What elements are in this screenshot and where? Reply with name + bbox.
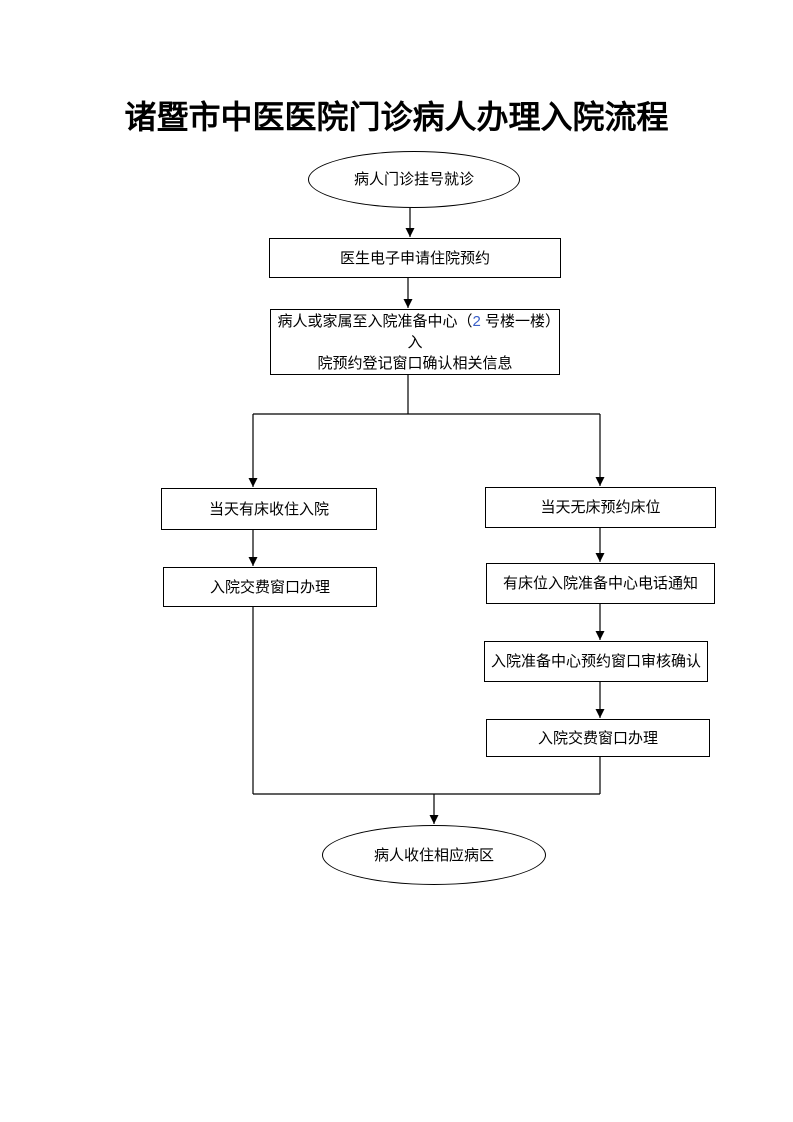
flow-start-ellipse: 病人门诊挂号就诊: [308, 151, 520, 208]
flow-step-pay-window-right: 入院交费窗口办理: [486, 719, 710, 757]
flow-end-label: 病人收住相应病区: [373, 846, 494, 864]
flow-step-no-bed-reserve-label: 当天无床预约床位: [540, 499, 661, 516]
flow-step-no-bed-reserve: 当天无床预约床位: [485, 487, 716, 528]
flow-step-doctor-apply: 医生电子申请住院预约: [269, 238, 561, 278]
flow-step-pay-window-right-label: 入院交费窗口办理: [537, 729, 658, 747]
flow-step-confirm-info-label: 病人或家属至入院准备中心（2 号楼一楼）入 院预约登记窗口确认相关信息: [277, 311, 553, 374]
flow-step-doctor-apply-label: 医生电子申请住院预约: [339, 249, 490, 267]
flow-step-pay-window-left: 入院交费窗口办理: [163, 567, 377, 607]
confirm-info-line1-post: 号楼一楼）入: [407, 312, 553, 351]
flow-step-window-review: 入院准备中心预约窗口审核确认: [484, 641, 708, 682]
confirm-info-line1-pre: 病人或家属至入院准备中心（: [277, 312, 473, 330]
flow-step-bed-available-label: 当天有床收住入院: [208, 500, 329, 518]
flow-end-ellipse: 病人收住相应病区: [322, 825, 546, 885]
building-number: 2: [472, 312, 481, 330]
flow-step-pay-window-left-label: 入院交费窗口办理: [209, 578, 330, 596]
flow-step-phone-notify-label: 有床位入院准备中心电话通知: [502, 575, 698, 592]
flow-start-label: 病人门诊挂号就诊: [353, 171, 474, 188]
flow-step-window-review-label: 入院准备中心预约窗口审核确认: [491, 653, 702, 670]
page-title: 诸暨市中医医院门诊病人办理入院流程: [124, 99, 669, 135]
confirm-info-line1: 病人或家属至入院准备中心（2 号楼一楼）入: [277, 311, 553, 353]
flow-step-confirm-info: 病人或家属至入院准备中心（2 号楼一楼）入 院预约登记窗口确认相关信息: [270, 309, 560, 375]
flow-step-bed-available: 当天有床收住入院: [161, 488, 377, 530]
confirm-info-line2: 院预约登记窗口确认相关信息: [317, 354, 513, 372]
flow-step-phone-notify: 有床位入院准备中心电话通知: [486, 563, 715, 604]
